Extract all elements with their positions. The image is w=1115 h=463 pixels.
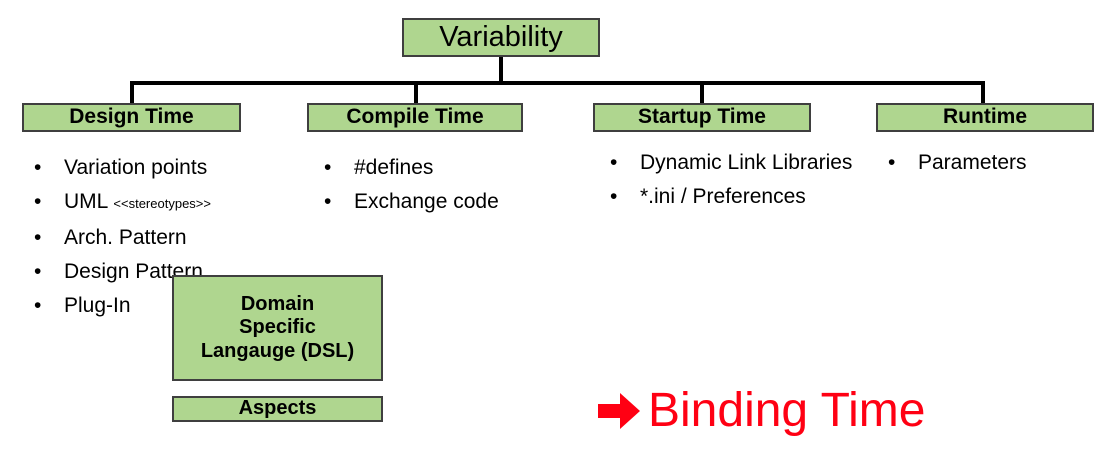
node-dsl-line-2: Specific [239, 316, 316, 339]
list-item-text: UML <<stereotypes>> [64, 187, 301, 219]
connector-horizontal-bus [130, 81, 984, 85]
node-design-time[interactable]: Design Time [22, 103, 241, 132]
list-item-text: Variation points [64, 153, 301, 183]
right-arrow-icon [598, 393, 640, 429]
list-item: • UML <<stereotypes>> [26, 187, 301, 219]
node-startup-time-label: Startup Time [638, 105, 766, 129]
list-item-text: Plug-In [64, 291, 301, 321]
bullet-icon: • [610, 151, 618, 174]
bullet-icon: • [34, 156, 42, 179]
list-item-note: <<stereotypes>> [113, 196, 211, 211]
list-item-label: *.ini / Preferences [640, 185, 806, 208]
bullet-list-design-time: • Variation points • UML <<stereotypes>>… [26, 153, 301, 325]
connector-drop-compile-time [414, 81, 418, 104]
list-item-label: Design Pattern [64, 260, 203, 283]
list-item-label: #defines [354, 156, 434, 179]
list-item-text: Design Pattern [64, 257, 301, 287]
list-item-text: *.ini / Preferences [640, 182, 874, 212]
binding-time-label: Binding Time [648, 384, 926, 437]
bullet-icon: • [34, 294, 42, 317]
list-item-label: Exchange code [354, 190, 499, 213]
list-item-text: Exchange code [354, 187, 586, 217]
list-item-label: UML [64, 190, 114, 213]
bullet-icon: • [324, 156, 332, 179]
connector-drop-startup-time [700, 81, 704, 104]
connector-drop-runtime [981, 81, 985, 104]
node-compile-time[interactable]: Compile Time [307, 103, 523, 132]
bullet-icon: • [34, 226, 42, 249]
list-item-text: Dynamic Link Libraries [640, 148, 874, 178]
bullet-list-compile-time: • #defines • Exchange code [316, 153, 586, 221]
list-item: • Design Pattern [26, 257, 301, 287]
connector-drop-design-time [130, 81, 134, 104]
list-item: • Parameters [880, 148, 1105, 178]
node-variability[interactable]: Variability [402, 18, 600, 57]
list-item: • Dynamic Link Libraries [602, 148, 874, 178]
list-item: • *.ini / Preferences [602, 182, 874, 212]
binding-time-callout: Binding Time [596, 383, 925, 439]
list-item: • Variation points [26, 153, 301, 183]
bullet-icon: • [34, 260, 42, 283]
bullet-list-runtime: • Parameters [880, 148, 1105, 182]
list-item: • Arch. Pattern [26, 223, 301, 253]
list-item-label: Dynamic Link Libraries [640, 151, 853, 174]
bullet-icon: • [34, 190, 42, 213]
list-item-label: Variation points [64, 156, 208, 179]
list-item: • #defines [316, 153, 586, 183]
list-item-label: Parameters [918, 151, 1027, 174]
node-compile-time-label: Compile Time [346, 105, 484, 129]
node-dsl-line-1: Domain [240, 292, 315, 315]
bullet-icon: • [610, 185, 618, 208]
list-item-text: Parameters [918, 148, 1105, 178]
list-item-label: Arch. Pattern [64, 226, 187, 249]
node-runtime[interactable]: Runtime [876, 103, 1094, 132]
list-item: • Plug-In [26, 291, 301, 321]
node-dsl-line-3: Langauge (DSL) [200, 339, 355, 362]
node-runtime-label: Runtime [943, 105, 1027, 129]
node-design-time-label: Design Time [69, 105, 194, 129]
node-startup-time[interactable]: Startup Time [593, 103, 811, 132]
list-item-text: Arch. Pattern [64, 223, 301, 253]
list-item: • Exchange code [316, 187, 586, 217]
bullet-icon: • [324, 190, 332, 213]
list-item-text: #defines [354, 153, 586, 183]
bullet-list-startup-time: • Dynamic Link Libraries • *.ini / Prefe… [602, 148, 874, 216]
node-aspects[interactable]: Aspects [172, 396, 383, 422]
connector-root-stem [499, 57, 503, 84]
node-aspects-label: Aspects [238, 397, 317, 420]
node-variability-label: Variability [439, 21, 563, 54]
bullet-icon: • [888, 151, 896, 174]
node-domain-specific-language[interactable]: Domain Specific Langauge (DSL) [172, 275, 383, 381]
list-item-label: Plug-In [64, 294, 131, 317]
